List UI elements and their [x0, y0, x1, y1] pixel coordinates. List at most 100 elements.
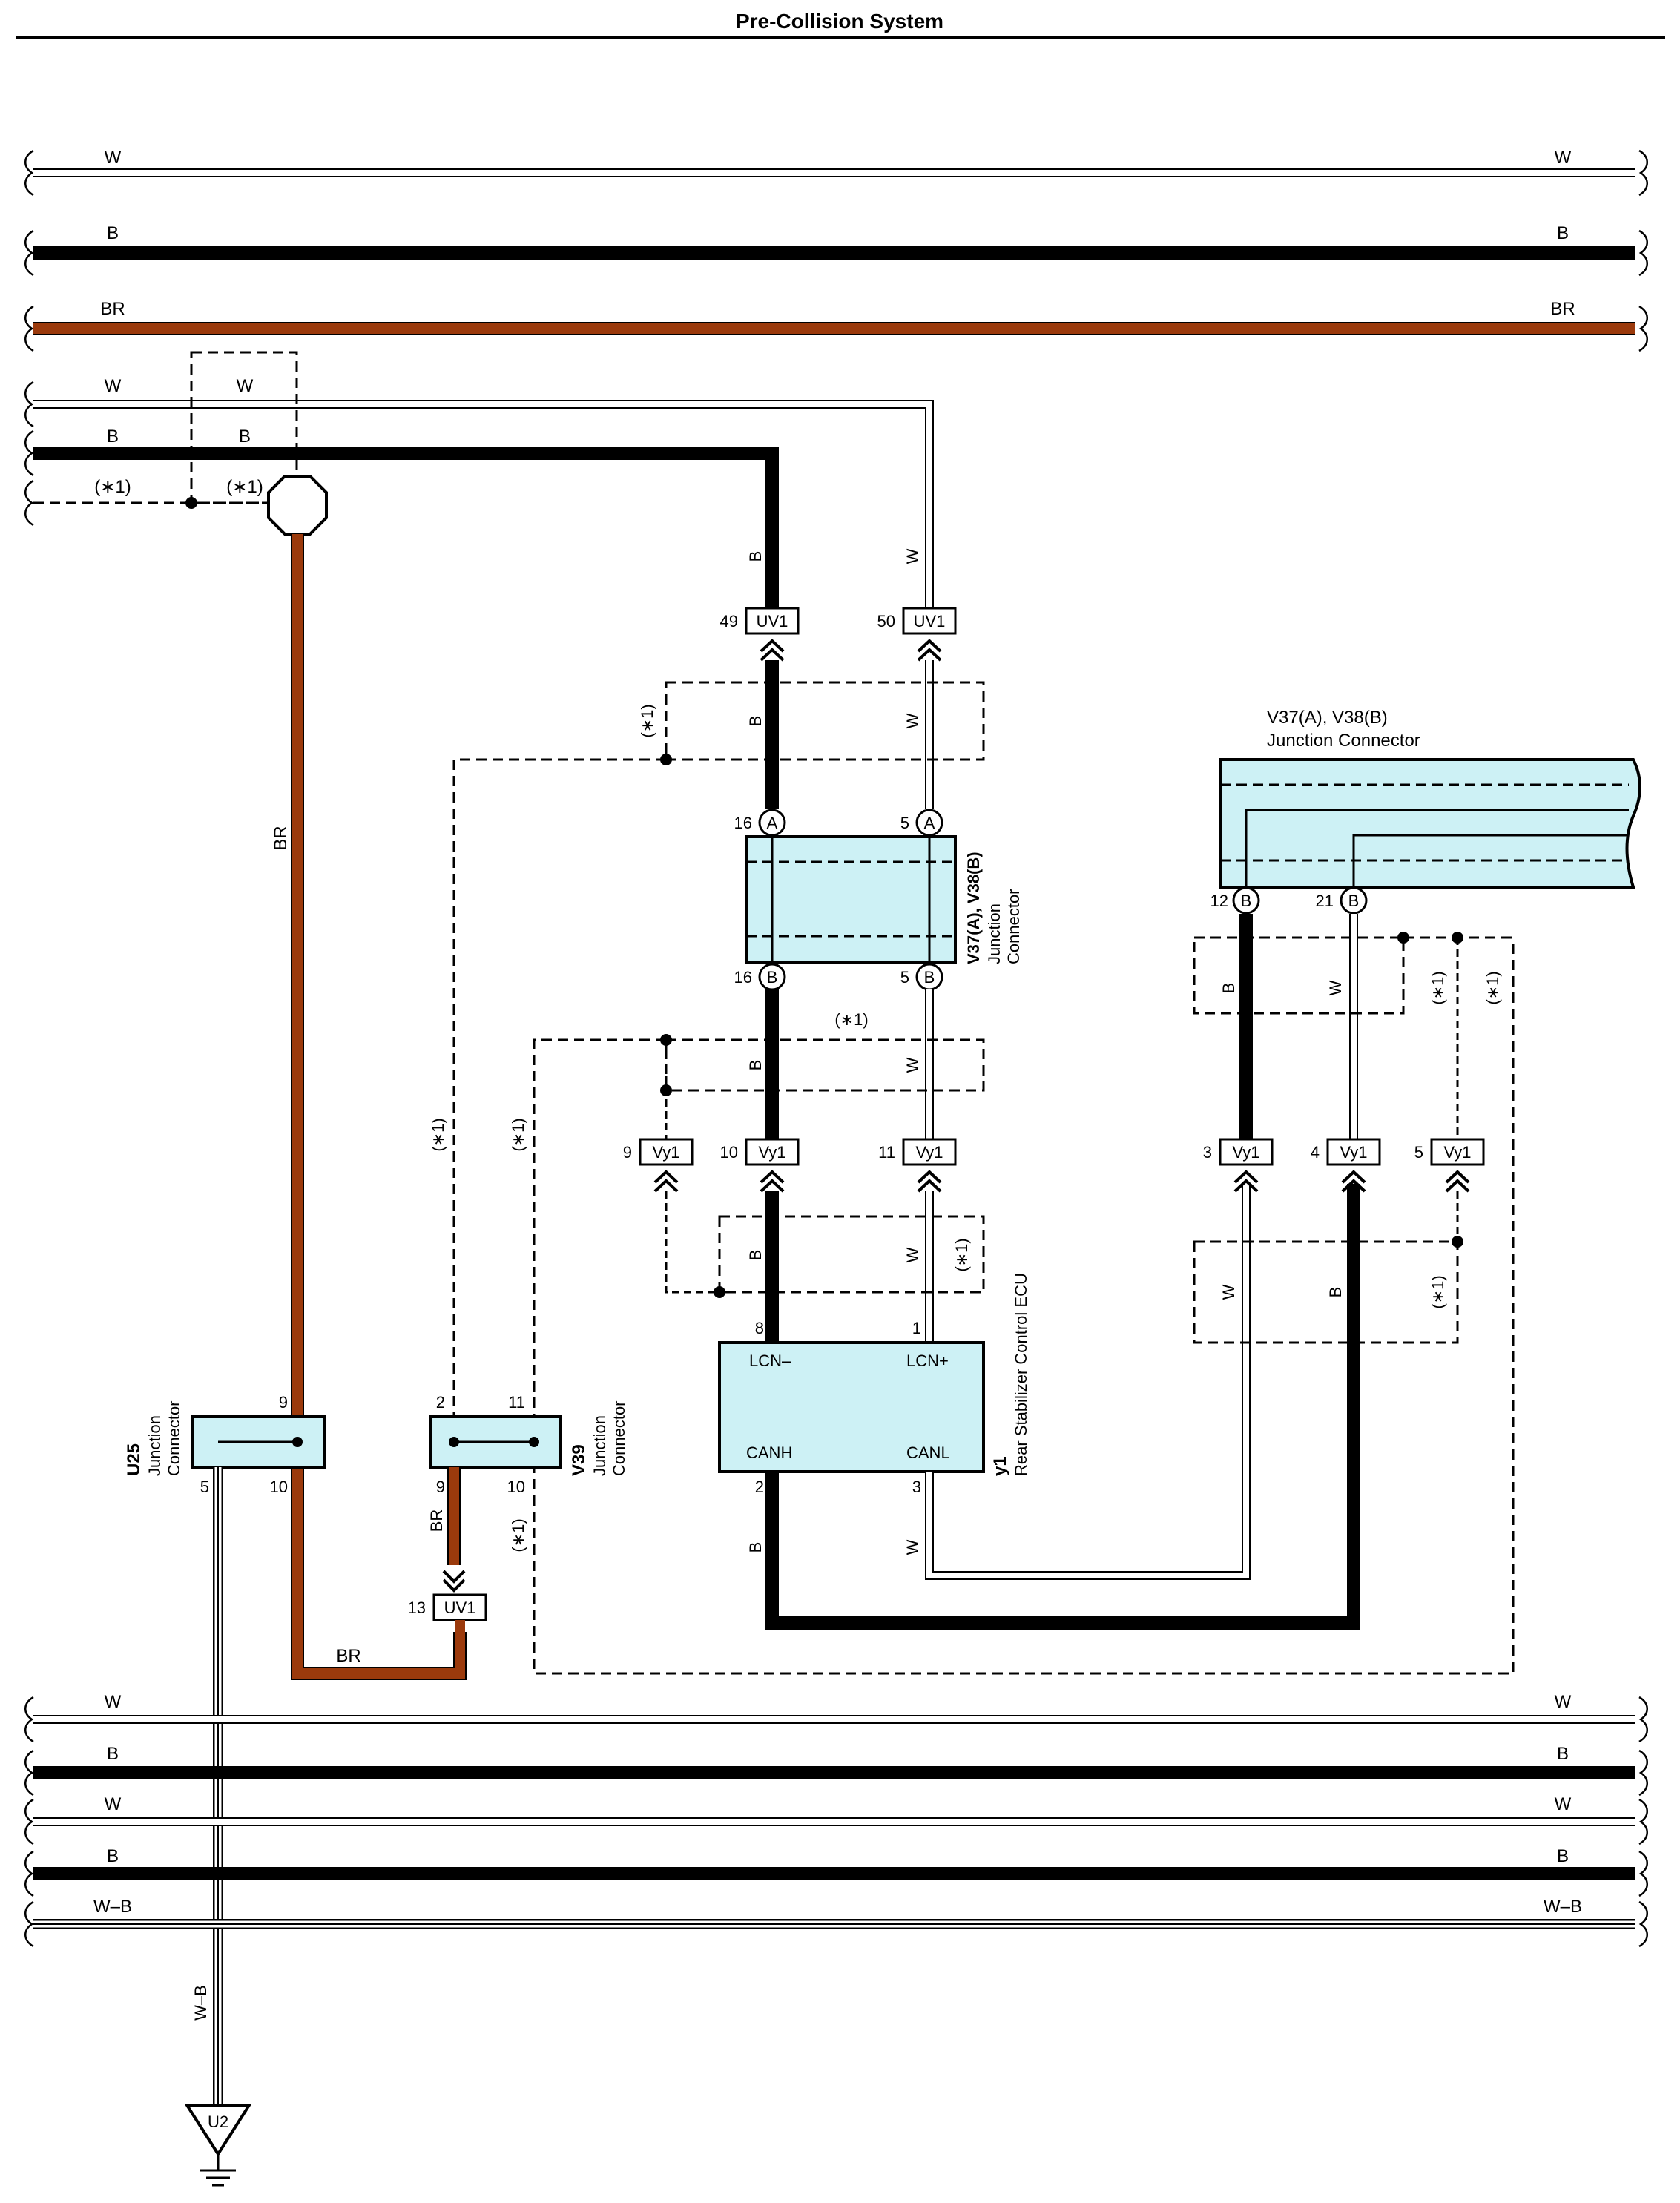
svg-text:Rear Stabilizer Control ECU: Rear Stabilizer Control ECU	[1012, 1273, 1030, 1476]
wire-color-label: B	[746, 716, 765, 727]
bus-label: W	[105, 376, 122, 396]
svg-text:10: 10	[270, 1478, 288, 1496]
mid-w-wire	[33, 400, 934, 608]
svg-text:y1: y1	[990, 1456, 1010, 1476]
mid-bus: W W B B (∗1) (∗1)	[24, 351, 934, 608]
option-box	[190, 351, 298, 504]
option-note: (∗1)	[834, 1010, 868, 1029]
connector-vy1-4: Vy1 4	[1311, 1138, 1381, 1193]
svg-text:Junction: Junction	[590, 1415, 609, 1476]
svg-text:Connector: Connector	[165, 1400, 183, 1476]
option-note: (∗1)	[638, 704, 656, 737]
splice-dot	[1452, 1236, 1463, 1248]
connector-vy1-5: Vy1 5	[1414, 1138, 1485, 1193]
wire-color-label: W	[903, 1057, 922, 1073]
svg-text:10: 10	[507, 1478, 525, 1496]
bus-label: B	[1557, 223, 1569, 243]
wire-color-label: W	[1219, 1284, 1238, 1300]
svg-text:W: W	[105, 1692, 122, 1712]
svg-text:Vy1: Vy1	[915, 1143, 943, 1162]
connector-vy1-9: Vy1 9	[623, 1138, 694, 1193]
svg-text:Junction: Junction	[145, 1415, 164, 1476]
svg-text:Vy1: Vy1	[758, 1143, 785, 1162]
svg-text:12: 12	[1210, 892, 1228, 910]
can-h-wire	[765, 1184, 1360, 1630]
wire-color-label: W	[1326, 980, 1345, 995]
svg-text:W: W	[1555, 1794, 1572, 1814]
svg-text:LCN–: LCN–	[749, 1351, 791, 1370]
option-box	[1193, 936, 1405, 1015]
top-bus: W W B B BR BR	[24, 148, 1649, 352]
junction-connector-v37-right: B B 12 21 V37(A), V38(B) Junction Connec…	[1210, 708, 1641, 915]
page-title: Pre-Collision System	[736, 10, 943, 33]
option-box	[1193, 1240, 1459, 1344]
wire-color-label: W	[903, 1247, 922, 1262]
bus-label: BR	[100, 299, 125, 319]
svg-text:Connector: Connector	[1004, 889, 1023, 964]
shield-ground-icon	[267, 475, 328, 536]
bus-label: B	[239, 427, 251, 447]
wire-color-label: B	[746, 1060, 765, 1071]
wire-color-label: B	[746, 1250, 765, 1261]
wire-color-label: W–B	[191, 1985, 210, 2021]
mid-b-wire	[33, 447, 779, 608]
option-note: (∗1)	[1483, 971, 1502, 1004]
option-box	[665, 681, 985, 761]
connector-vy1-11: Vy1 11	[878, 1138, 957, 1193]
option-note: (∗1)	[509, 1118, 527, 1151]
ground-u2: U2	[184, 2104, 252, 2187]
wire-color-label: B	[746, 551, 765, 562]
bus-label: (∗1)	[226, 477, 263, 497]
option-wire	[533, 938, 1515, 1675]
svg-text:CANL: CANL	[906, 1443, 950, 1462]
svg-text:3: 3	[1203, 1143, 1212, 1162]
junction-connector-v37-center: A A B B 16 5 16 5 V37(A), V38(B) Junctio…	[734, 809, 1023, 991]
svg-text:A: A	[767, 814, 778, 832]
splice-dot	[1397, 932, 1409, 944]
bus-label: W	[105, 148, 122, 168]
wire-color-label: W	[903, 713, 922, 728]
option-note: (∗1)	[1429, 971, 1447, 1004]
svg-text:UV1: UV1	[444, 1598, 476, 1617]
svg-text:1: 1	[912, 1319, 921, 1337]
svg-text:B: B	[1348, 892, 1360, 910]
svg-text:21: 21	[1316, 892, 1334, 910]
svg-text:49: 49	[720, 612, 738, 630]
wire-color-label: B	[746, 1542, 765, 1553]
svg-text:B: B	[924, 968, 935, 987]
wire-color-label: W	[903, 548, 922, 564]
svg-text:4: 4	[1311, 1143, 1320, 1162]
wire-color-label: W	[903, 1539, 922, 1555]
svg-text:2: 2	[436, 1393, 445, 1412]
svg-text:5: 5	[900, 968, 909, 987]
svg-text:5: 5	[900, 814, 909, 832]
svg-text:8: 8	[755, 1319, 764, 1337]
svg-text:9: 9	[623, 1143, 632, 1162]
svg-text:V37(A), V38(B): V37(A), V38(B)	[964, 852, 983, 964]
svg-text:U2: U2	[208, 2113, 228, 2131]
svg-text:Junction: Junction	[985, 903, 1004, 964]
option-box	[718, 1215, 985, 1294]
svg-text:Junction Connector: Junction Connector	[1267, 731, 1420, 751]
option-note: (∗1)	[429, 1118, 447, 1151]
svg-text:B: B	[1557, 1744, 1569, 1764]
wire-color-label: BR	[336, 1646, 360, 1666]
svg-text:10: 10	[720, 1143, 738, 1162]
svg-text:W: W	[105, 1794, 122, 1814]
svg-text:V37(A), V38(B): V37(A), V38(B)	[1267, 708, 1388, 728]
svg-text:Vy1: Vy1	[652, 1143, 679, 1162]
option-note: (∗1)	[1429, 1275, 1447, 1308]
wire-color-label: B	[1326, 1287, 1345, 1298]
svg-text:9: 9	[436, 1478, 445, 1496]
svg-text:5: 5	[1414, 1143, 1423, 1162]
svg-text:16: 16	[734, 968, 752, 987]
svg-text:B: B	[1241, 892, 1252, 910]
splice-dot	[660, 754, 672, 765]
wire-color-label: BR	[427, 1509, 446, 1532]
svg-text:9: 9	[279, 1393, 288, 1412]
svg-text:UV1: UV1	[914, 612, 946, 630]
svg-text:Vy1: Vy1	[1443, 1143, 1471, 1162]
svg-text:U25: U25	[124, 1443, 144, 1476]
connector-uv1-13: UV1 13	[408, 1593, 487, 1621]
